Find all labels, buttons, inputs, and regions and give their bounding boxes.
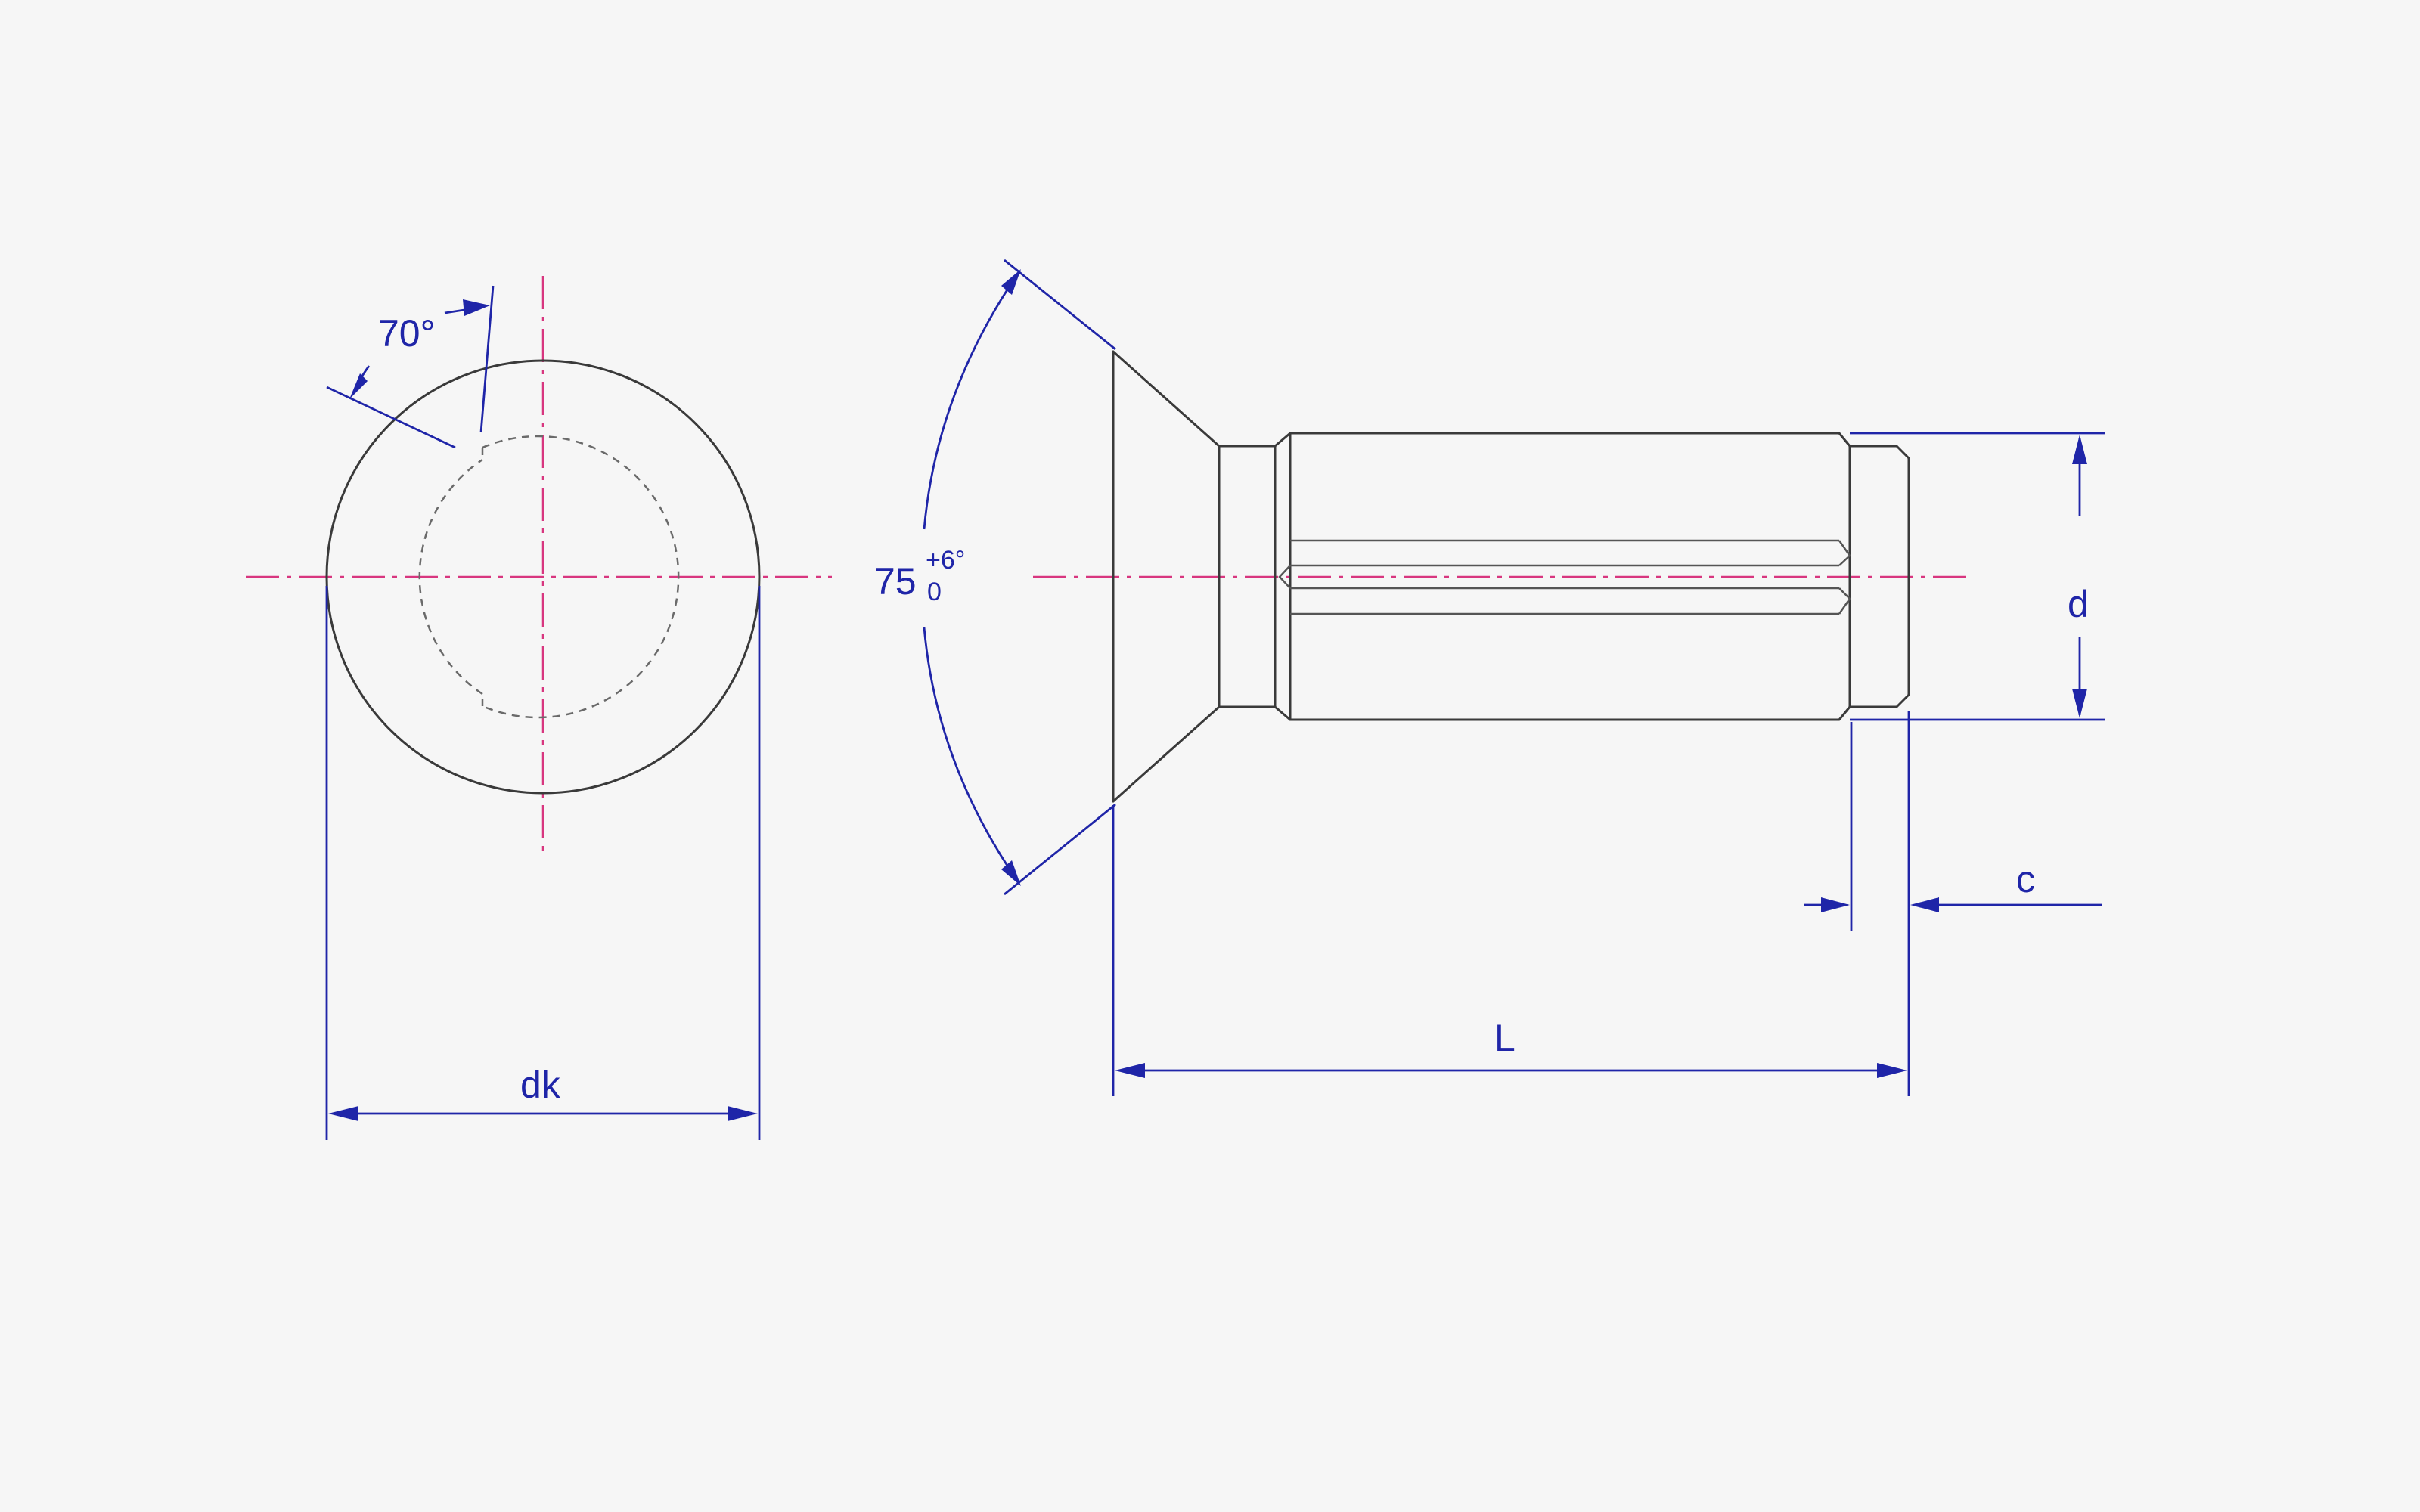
angle-extension-line-1 — [326, 386, 456, 449]
d-arrow-bottom — [2072, 689, 2087, 718]
side-view: 75 +6° 0 d c L — [874, 259, 2105, 1096]
angle-extension-line-2 — [479, 285, 495, 433]
pin-body — [1289, 432, 1851, 721]
countersink-arrow-bottom — [1001, 860, 1021, 886]
countersink-arc-lower — [923, 627, 1019, 882]
c-arrow-right — [1910, 897, 1939, 912]
pin-tip — [1848, 445, 1910, 708]
c-arrow-left — [1821, 897, 1850, 912]
l-arrow-right — [1877, 1063, 1907, 1078]
countersink-extension-line-bottom — [1004, 803, 1116, 896]
body-lead-chamfer — [1274, 432, 1292, 721]
angle-arrow-right — [463, 299, 490, 316]
shank-diameter-label: d — [2068, 583, 2089, 625]
hidden-shank-circle — [418, 435, 680, 719]
countersink-tolerance-lower: 0 — [927, 578, 942, 606]
countersink-tolerance-upper: +6° — [926, 546, 965, 575]
countersink-angle-label: 75 — [874, 560, 917, 603]
groove-end-taper — [1838, 540, 1851, 615]
countersink-extension-line-top — [1004, 259, 1116, 351]
d-arrow-top — [2072, 435, 2087, 464]
chamfer-length-label: c — [2016, 858, 2035, 900]
countersink-arrow-top — [1001, 269, 1021, 295]
length-label: L — [1494, 1017, 1516, 1059]
l-arrow-left — [1115, 1063, 1145, 1078]
dk-arrow-left — [328, 1106, 358, 1121]
end-view: 70° dk — [246, 276, 832, 1140]
head-angle-label: 70° — [378, 312, 436, 355]
countersink-arc-upper — [923, 273, 1019, 530]
dk-arrow-right — [728, 1106, 758, 1121]
head-outer-circle — [325, 359, 761, 795]
angle-arrow-left — [349, 373, 368, 399]
head-diameter-label: dk — [520, 1064, 561, 1106]
neck — [1218, 445, 1277, 708]
groove-start-notch — [1278, 565, 1291, 589]
